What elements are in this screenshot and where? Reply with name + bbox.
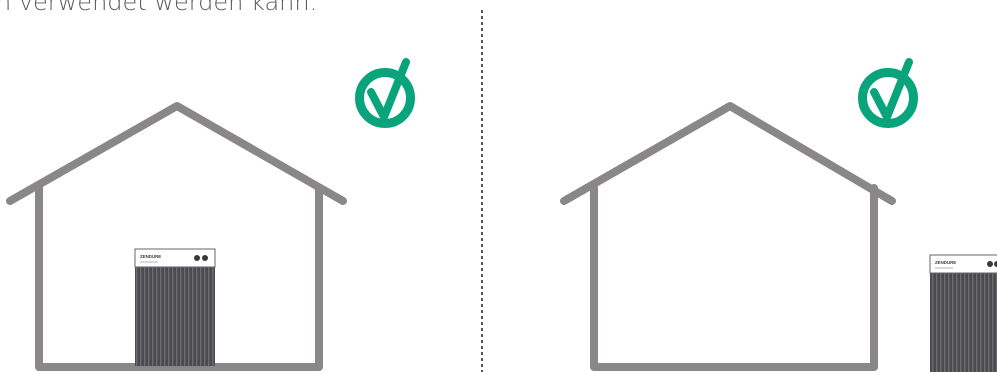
check-icon bbox=[360, 62, 411, 124]
check-icon bbox=[863, 62, 914, 124]
battery-port-icon bbox=[202, 255, 208, 261]
battery-brand-label: ZENDURE bbox=[935, 260, 956, 265]
battery-port-icon bbox=[194, 255, 200, 261]
battery-port-icon bbox=[987, 261, 993, 267]
battery-brand-label: ZENDURE bbox=[140, 254, 161, 259]
house-outline bbox=[564, 106, 892, 367]
battery-unit: ZENDURE bbox=[930, 255, 997, 372]
panel-right: ZENDURE bbox=[564, 62, 997, 372]
panel-left: ZENDURE bbox=[10, 62, 411, 367]
battery-unit: ZENDURE bbox=[135, 249, 215, 366]
